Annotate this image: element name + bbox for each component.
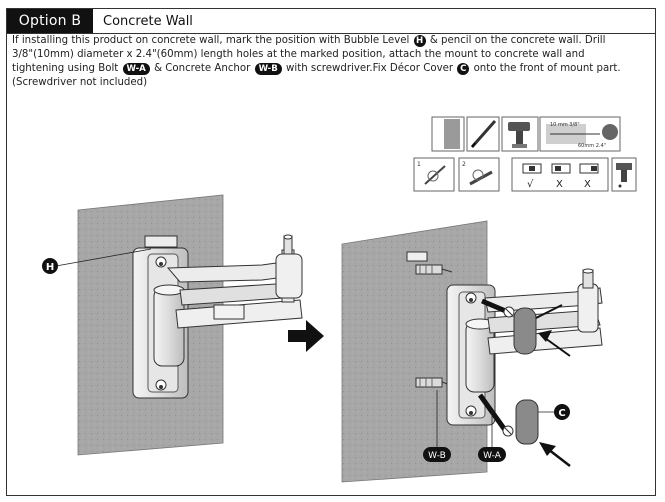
panel-mark-1: 1	[417, 161, 421, 168]
instruction-part-4: with screwdriver.Fix Décor Cover	[286, 63, 454, 74]
drill-spec-2: 60mm 2.4"	[578, 143, 606, 149]
instruction-part-5: onto the front of mount part. (Screwdriv…	[12, 63, 621, 88]
cross-mark-2: X	[584, 179, 591, 190]
instruction-part-1: If installing this product on concrete w…	[12, 35, 410, 46]
anchor-callout-label: W-B	[428, 451, 446, 461]
left-callout-badge	[42, 258, 58, 274]
drill-spec-icon: 10 mm 3/8" 60mm 2.4"	[539, 116, 621, 152]
left-callout-label: H	[46, 262, 54, 273]
step-arrow-icon	[288, 320, 324, 352]
option-label: Option B	[7, 9, 93, 33]
drill-spec-1: 10 mm 3/8"	[550, 122, 580, 128]
cross-mark-1: X	[556, 179, 563, 190]
anchor-step-icon: 2	[458, 157, 500, 192]
right-assembly: C W-B W-A	[341, 220, 603, 483]
level-check-panel: √ X X	[511, 157, 609, 192]
wall-panel-icon	[431, 116, 465, 152]
left-assembly: H	[42, 194, 303, 456]
cover-tag: C	[457, 63, 470, 75]
tool-panels-row-2: 1 2 √ X X	[413, 157, 637, 192]
instruction-text: If installing this product on concrete w…	[12, 34, 624, 90]
cover-callout-label: C	[558, 408, 565, 419]
instruction-part-3: & Concrete Anchor	[154, 63, 251, 74]
section-title: Concrete Wall	[103, 13, 193, 29]
bolt-callout-label: W-A	[483, 451, 502, 461]
bubble-level-tag: H	[413, 35, 426, 47]
decor-cover	[515, 399, 539, 445]
check-mark: √	[527, 179, 534, 190]
bolt-w-a	[477, 393, 508, 432]
instruction-part-2: & pencil on the concrete wall. Drill 3/8…	[12, 35, 606, 74]
bolt-tag: W-A	[122, 63, 150, 75]
mounted-cover	[513, 307, 537, 355]
marking-step-icon: 1	[413, 157, 455, 192]
header-bar: Option B Concrete Wall	[7, 9, 655, 34]
cover-callout-badge	[554, 404, 570, 420]
screwdriver-drill-icon	[611, 157, 637, 192]
right-upper-arm	[484, 287, 603, 313]
bolt-callout-badge	[478, 447, 506, 462]
bubble-level	[144, 235, 178, 248]
anchor-callout-badge	[423, 447, 451, 462]
panel-mark-2: 2	[462, 161, 466, 168]
pencil-icon	[466, 116, 500, 152]
drill-icon	[501, 116, 539, 152]
anchor-tag: W-B	[254, 63, 282, 75]
tool-panels-row-1: 10 mm 3/8" 60mm 2.4"	[431, 116, 621, 152]
